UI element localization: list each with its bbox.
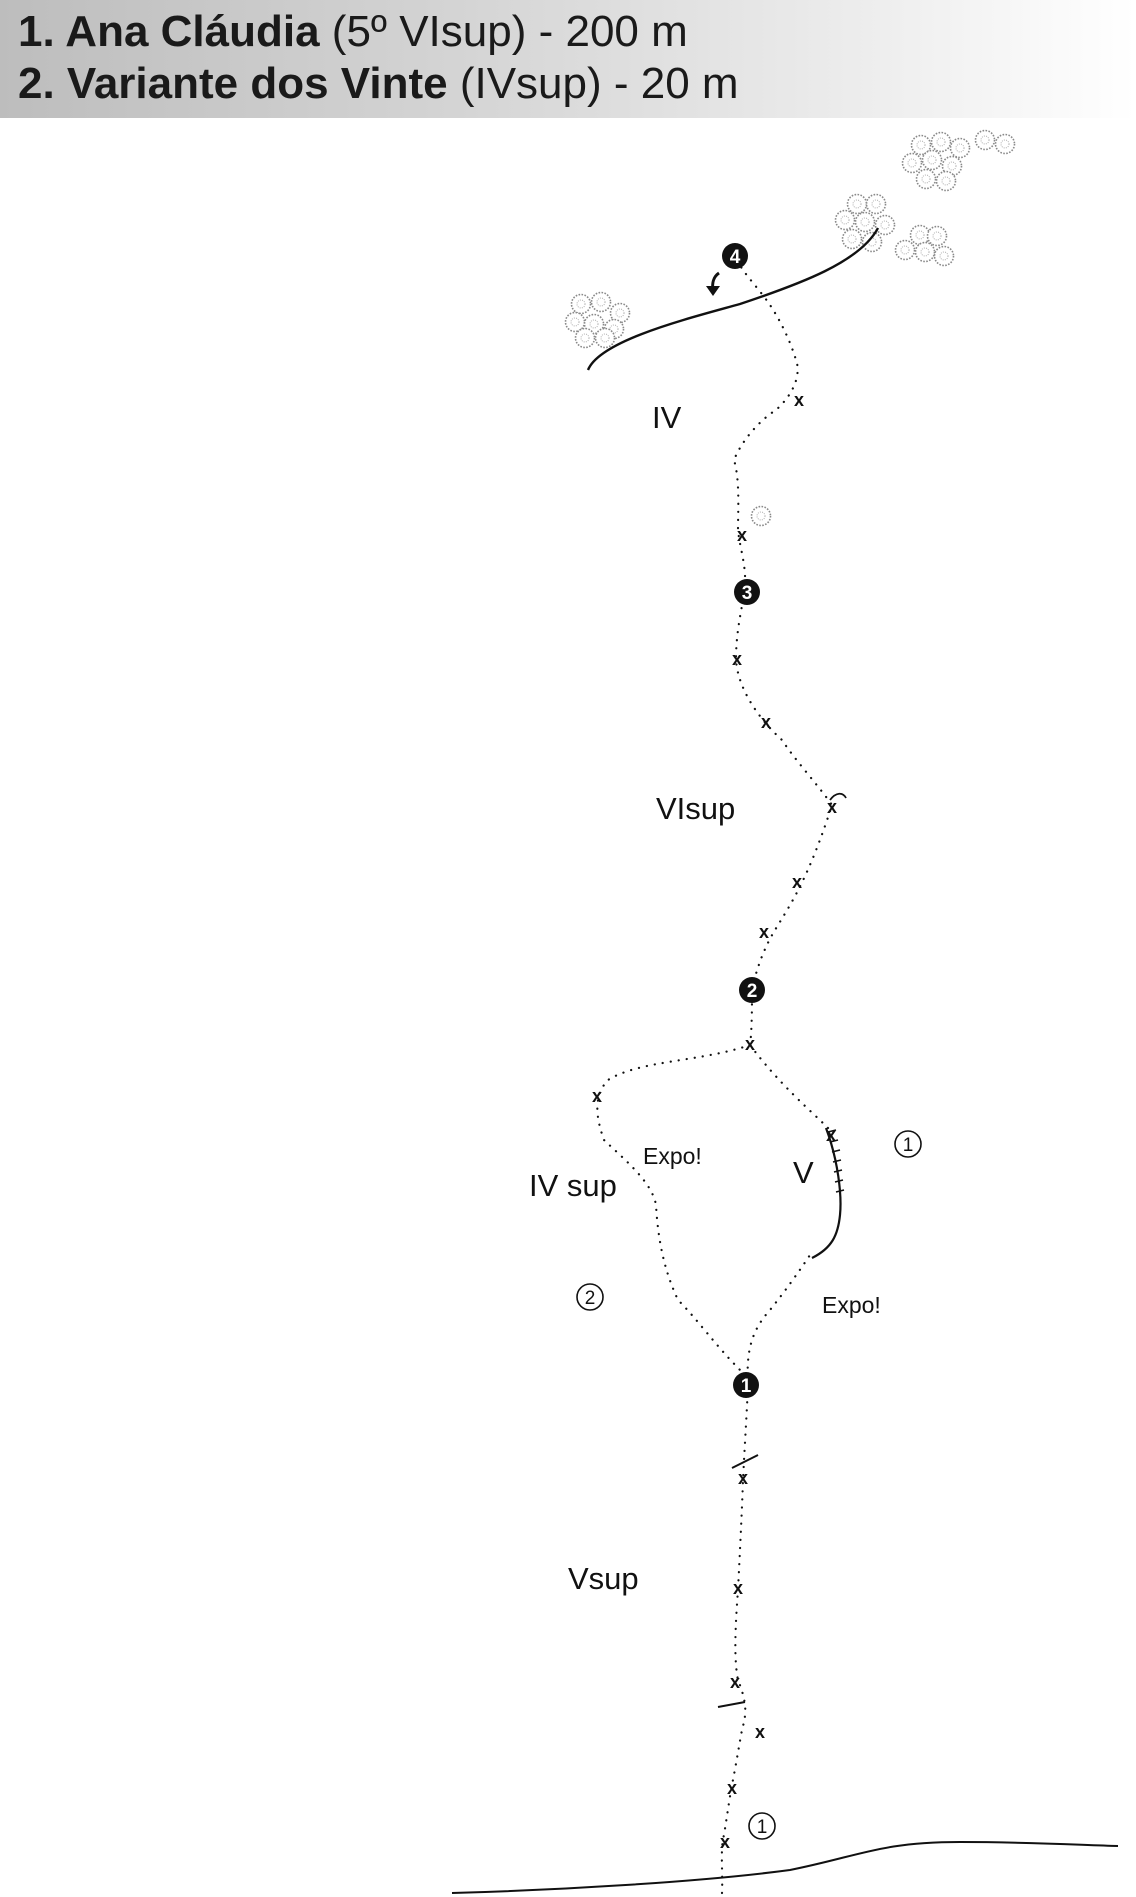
svg-text:1: 1 [757,1817,768,1838]
route-2-title: 2. Variante dos Vinte (IVsup) - 20 m [18,62,739,106]
roof-mark [717,1701,746,1708]
bolt-marker: x [727,1778,737,1798]
svg-text:1: 1 [741,1376,752,1397]
route-1-start-marker: 1 [748,1812,776,1840]
svg-text:4: 4 [730,247,741,268]
svg-text:2: 2 [747,981,758,1002]
bolt-marker: x [732,649,742,669]
route-1-line [748,1043,830,1130]
bolt-marker: x [827,797,837,817]
grade-pitch-2: V [793,1155,814,1190]
route-1-marker: 1 [894,1130,922,1158]
bolt-marker: x [737,525,747,545]
grade-pitch-4: IV [652,400,682,435]
roof-mark [829,792,847,801]
grade-pitch-1: Vsup [568,1561,639,1596]
route-1-title: 1. Ana Cláudia (5º VIsup) - 200 m [18,10,688,54]
svg-text:2: 2 [585,1288,596,1309]
route-header: 1. Ana Cláudia (5º VIsup) - 200 m 2. Var… [0,0,1136,118]
bolt-marker: x [592,1086,602,1106]
bolt-marker: x [720,1832,730,1852]
route-1-line [720,1382,750,1895]
bush-icon [564,291,631,349]
bolt-marker: x [761,712,771,732]
belay-station: 3 [734,579,760,605]
bolt-marker: x [792,872,802,892]
bolt-marker: x [733,1578,743,1598]
bolt-marker: x [755,1722,765,1742]
bush-icon [834,193,896,253]
bolt-marker: x [759,922,769,942]
belay-station: 2 [739,977,765,1003]
rappel-arrow-icon [706,271,720,296]
top-ledge [586,227,880,371]
route-2-detail: (IVsup) - 20 m [447,59,739,108]
expo-note-variant: Expo! [643,1143,702,1169]
route-1-line [732,260,834,1047]
route-2-line [596,1043,752,1374]
roof-mark [731,1454,759,1469]
bush-icon [901,129,1016,192]
grade-pitch-3: VIsup [656,791,735,826]
belay-station: 1 [733,1372,759,1398]
belay-station: 4 [722,243,748,269]
bush-icon [894,224,955,267]
dihedral-feature [811,1127,845,1259]
bolt-marker: x [738,1468,748,1488]
route-1-detail: (5º VIsup) - 200 m [319,7,688,56]
bolt-marker: x [826,1125,836,1145]
bolt-marker: x [730,1672,740,1692]
bush-icon [750,505,772,527]
ground-line [451,1840,1119,1894]
route-2-marker: 2 [576,1283,604,1311]
route-1-line [746,1253,812,1386]
route-1-name: 1. Ana Cláudia [18,7,320,56]
svg-text:1: 1 [903,1135,914,1156]
route-2-name: 2. Variante dos Vinte [18,59,448,108]
bolt-marker: x [794,390,804,410]
svg-text:3: 3 [742,583,753,604]
bolt-marker: x [745,1034,755,1054]
expo-note-main: Expo! [822,1292,881,1318]
grade-variant: IV sup [529,1168,617,1203]
